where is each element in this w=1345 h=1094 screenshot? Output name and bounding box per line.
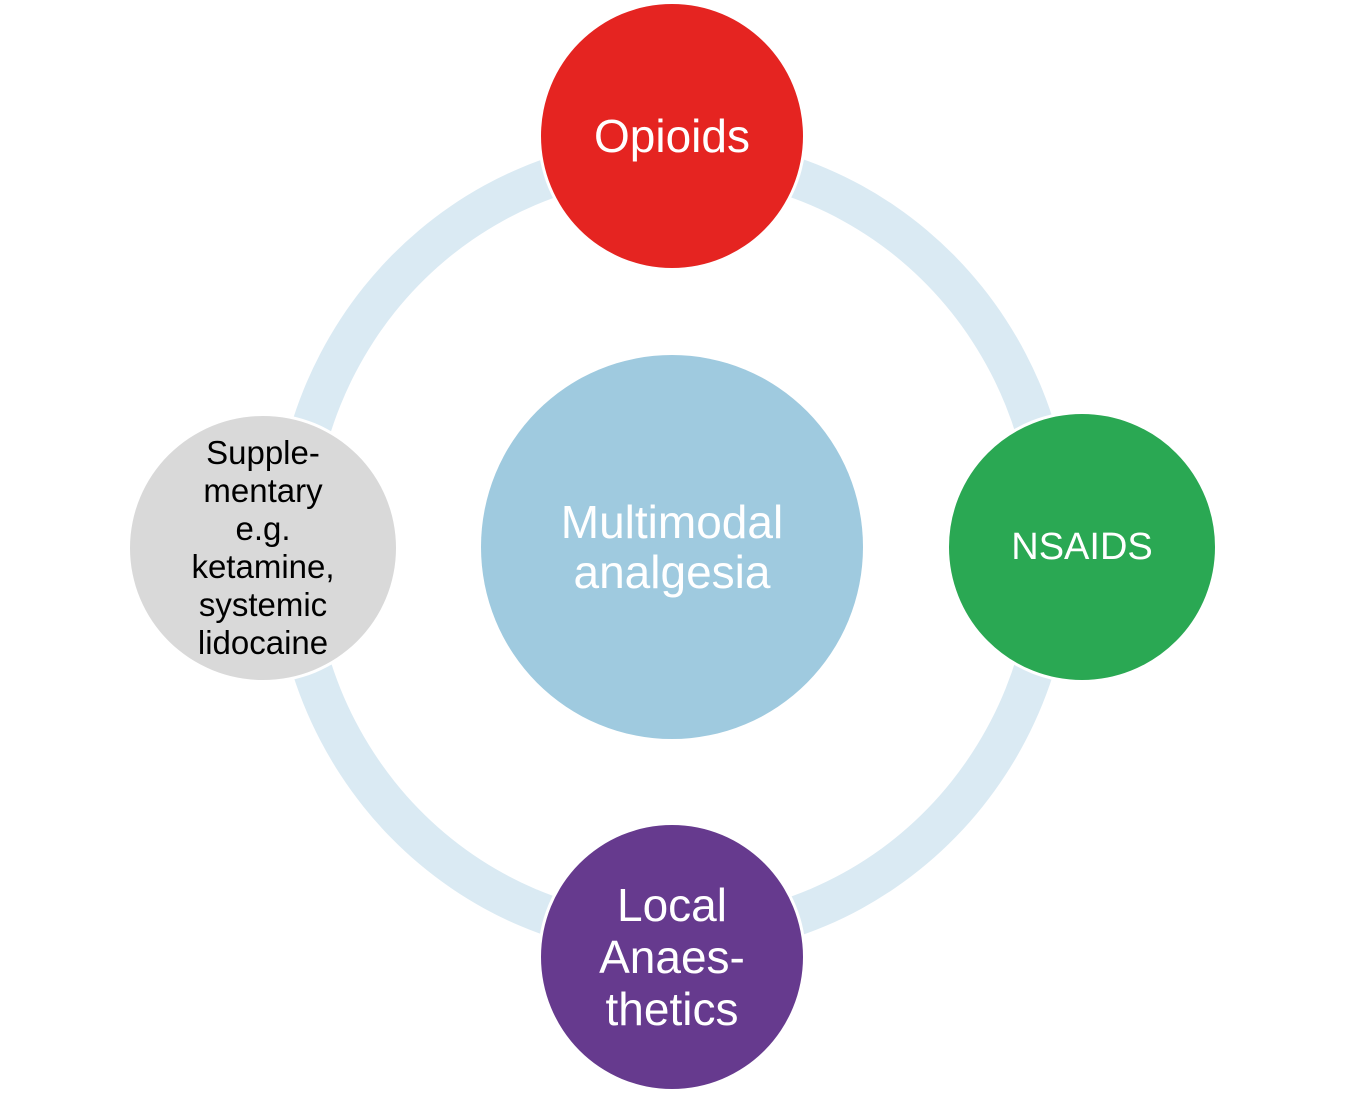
center-circle-multimodal-analgesia: Multimodal analgesia — [481, 355, 863, 739]
center-circle-label: Multimodal analgesia — [560, 496, 784, 598]
node-opioids: Opioids — [538, 1, 806, 271]
node-opioids-label: Opioids — [594, 110, 750, 162]
node-supplementary: Supple- mentary e.g. ketamine, systemic … — [127, 413, 399, 683]
node-nsaids: NSAIDS — [946, 411, 1218, 683]
node-supplementary-label: Supple- mentary e.g. ketamine, systemic … — [191, 434, 335, 661]
node-local-anaesthetics: Local Anaes- thetics — [538, 822, 806, 1092]
node-nsaids-label: NSAIDS — [1011, 526, 1153, 568]
node-local-anaesthetics-label: Local Anaes- thetics — [599, 879, 745, 1035]
